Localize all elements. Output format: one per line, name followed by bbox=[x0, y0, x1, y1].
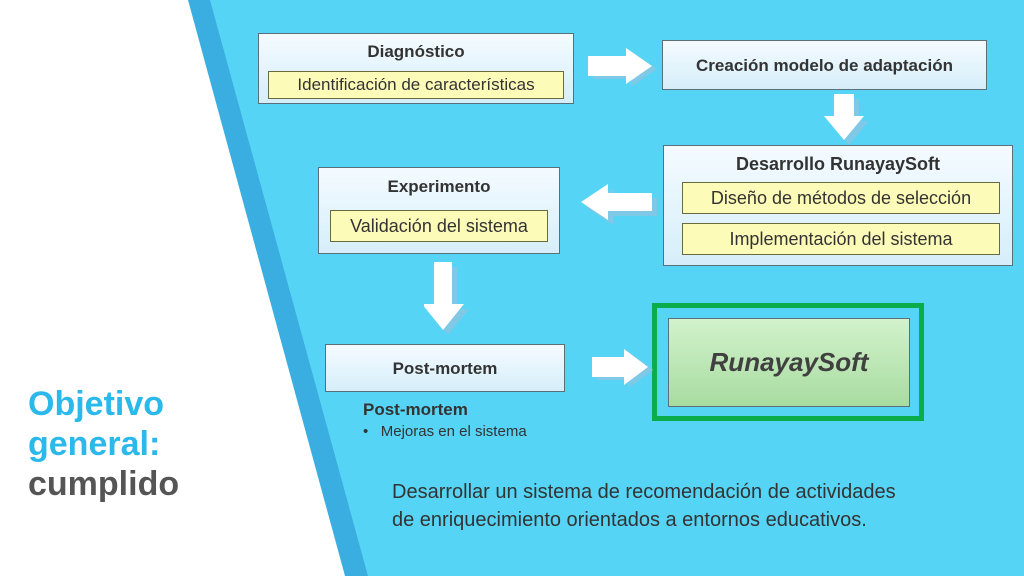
panel-edge-stripe bbox=[188, 0, 372, 576]
step-subtask: Identificación de características bbox=[268, 71, 564, 99]
result-highlight-frame bbox=[652, 303, 924, 421]
postmortem-note-heading: Post-mortem bbox=[363, 400, 468, 419]
bullet-text: Mejoras en el sistema bbox=[380, 423, 527, 440]
result-label: RunayaySoft bbox=[709, 347, 869, 377]
arrow-right-icon bbox=[592, 349, 653, 387]
step-desarrollo: Desarrollo RunayaySoft Diseño de métodos… bbox=[663, 145, 1013, 266]
objective-line-1: Objetivo bbox=[28, 385, 165, 423]
step-title: Diagnóstico bbox=[367, 42, 465, 61]
step-title: Experimento bbox=[387, 177, 491, 196]
arrow-left-icon bbox=[581, 184, 657, 225]
bullet-icon: • bbox=[363, 423, 381, 440]
step-subtask: Diseño de métodos de selección bbox=[682, 182, 1000, 214]
objective-description: Desarrollar un sistema de recomendación … bbox=[392, 478, 896, 534]
step-title: Desarrollo RunayaySoft bbox=[735, 154, 941, 174]
step-experimento: Experimento Validación del sistema bbox=[318, 167, 560, 254]
step-creacion: Creación modelo de adaptación bbox=[662, 40, 987, 90]
arrow-down-icon bbox=[424, 262, 468, 334]
objective-line-3: cumplido bbox=[28, 465, 180, 503]
panel-fill bbox=[210, 0, 1024, 576]
step-subtask: Implementación del sistema bbox=[682, 223, 1000, 255]
step-diagnostico: Diagnóstico Identificación de caracterís… bbox=[258, 33, 574, 104]
arrow-right-icon bbox=[588, 48, 657, 86]
arrow-down-icon bbox=[824, 94, 868, 144]
step-postmortem: Post-mortem bbox=[325, 344, 565, 392]
step-title: Post-mortem bbox=[392, 359, 498, 378]
description-line-1: Desarrollar un sistema de recomendación … bbox=[392, 481, 896, 503]
objective-line-2: general: bbox=[28, 425, 161, 463]
step-subtask: Validación del sistema bbox=[330, 210, 548, 242]
step-title: Creación modelo de adaptación bbox=[696, 56, 953, 75]
description-line-2: de enriquecimiento orientados a entornos… bbox=[392, 509, 867, 531]
postmortem-note-item: • Mejoras en el sistema bbox=[363, 423, 527, 440]
result-box: RunayaySoft bbox=[668, 318, 910, 407]
